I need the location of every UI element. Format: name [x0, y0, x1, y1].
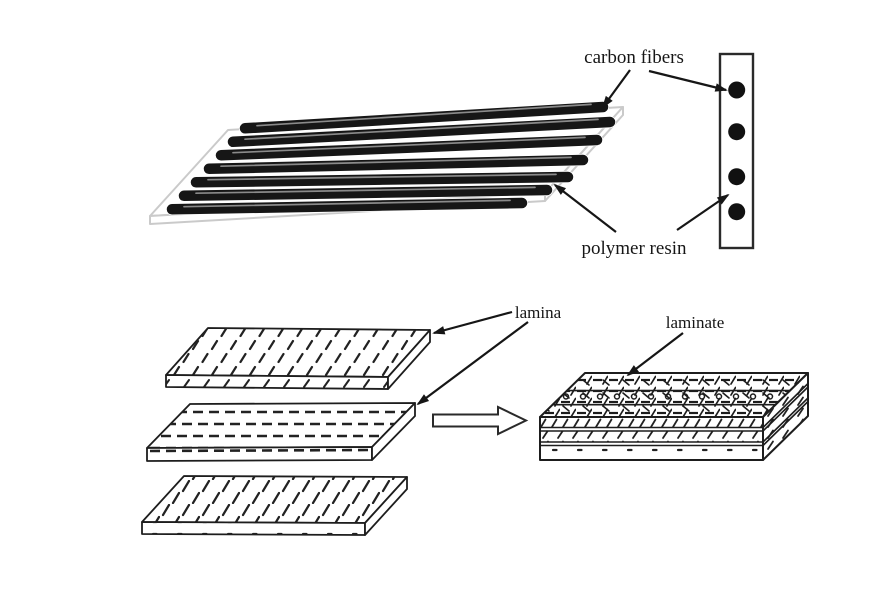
fiber-dot [728, 123, 746, 141]
polymer-resin-label: polymer resin [581, 238, 687, 259]
fiber-dot [728, 168, 746, 186]
laminate-front-layer-lines [540, 426, 763, 447]
carbon-fiber-rods [166, 101, 616, 216]
fiber-rod-sheen [220, 156, 572, 168]
fiber-rod [203, 154, 589, 175]
laminate-front-band3 [541, 446, 762, 459]
lamina-1-front-texture [166, 375, 388, 389]
transform-block-arrow [432, 405, 529, 436]
lamina-2-front-dashes [149, 448, 371, 453]
fiber-rod-sheen [256, 103, 592, 127]
laminate-label: laminate [666, 313, 725, 332]
lamina-3 [141, 475, 408, 536]
laminate-stack [539, 372, 809, 461]
lamina-2-front-face [146, 446, 373, 462]
fiber-dot [728, 203, 746, 221]
lamina-3-right-face [364, 476, 408, 536]
fiber-rod [166, 197, 528, 215]
laminate-right-layer-lines [762, 382, 809, 447]
fiber-cross-section-dots [728, 81, 746, 221]
lamina-3-top-texture [142, 476, 407, 523]
laminate-front-band2 [541, 431, 762, 442]
fiber-rod [178, 184, 553, 202]
laminate-front-band1 [541, 418, 762, 427]
fiber-rod [190, 171, 574, 188]
laminate-top-loops-band [552, 392, 789, 406]
fiber-rod-sheen [244, 118, 599, 141]
unidirectional-lamina-3d [149, 101, 624, 225]
fiber-rod [227, 116, 616, 148]
fiber-rod [239, 101, 609, 134]
lamina-3-front-texture [142, 522, 365, 535]
cross-section-view [718, 52, 755, 250]
lamina-2-right-face [371, 402, 416, 461]
lamina-2 [146, 402, 416, 462]
fiber-rod-sheen [207, 173, 557, 181]
fiber-rod [215, 134, 603, 161]
arrow-carbonfibers-to-lamina [601, 69, 631, 109]
lamina-1 [165, 327, 431, 390]
lamina-1-top-texture [166, 328, 430, 377]
lamina-1-right-face [387, 329, 431, 390]
fiber-rod-sheen [183, 199, 511, 208]
fiber-rod-sheen [195, 186, 536, 195]
arrow-polymerresin-to-lamina [553, 183, 617, 233]
carbon-fibers-label: carbon fibers [584, 47, 684, 68]
fiber-dot [728, 81, 746, 99]
lamina-label: lamina [515, 303, 562, 322]
lamina-2-top-texture [147, 403, 415, 448]
arrow-lamina-to-layer1 [432, 310, 513, 335]
fiber-rod-sheen [232, 136, 586, 154]
arrow-laminate-to-stack [626, 332, 684, 377]
arrow-carbonfibers-to-dot [648, 69, 728, 92]
arrow-lamina-to-layer2 [416, 321, 529, 406]
arrow-polymerresin-to-rect [676, 193, 730, 231]
laminate-top-ply-lines [552, 389, 790, 406]
